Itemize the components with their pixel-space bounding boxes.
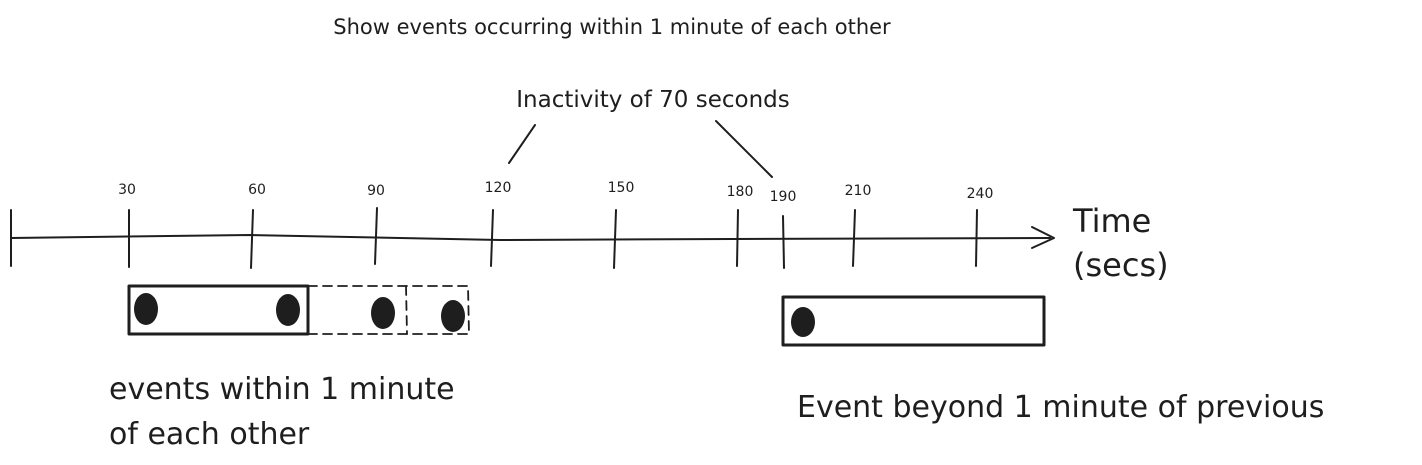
tick-mark-180 xyxy=(736,209,739,267)
tick-mark-190 xyxy=(782,215,785,269)
tick-label-210: 210 xyxy=(845,183,872,199)
window-box-isolated xyxy=(781,295,1046,347)
caption-grouped-line2: of each other xyxy=(109,417,310,452)
tick-label-240: 240 xyxy=(967,186,994,202)
diagram-title: Show events occurring within 1 minute of… xyxy=(333,15,891,39)
inactivity-pointer-right xyxy=(715,120,773,178)
tick-mark-90 xyxy=(374,207,378,265)
event-dot-2 xyxy=(276,294,300,326)
tick-label-180: 180 xyxy=(727,184,754,200)
time-axis-line xyxy=(10,234,1051,241)
caption-isolated: Event beyond 1 minute of previous xyxy=(797,390,1324,425)
caption-grouped-line1: events within 1 minute xyxy=(109,372,455,407)
tick-label-150: 150 xyxy=(608,180,635,196)
axis-label-unit: (secs) xyxy=(1073,246,1169,284)
tick-mark-240 xyxy=(975,209,978,267)
window-box-dashed xyxy=(307,285,470,335)
event-dot-1 xyxy=(134,293,158,325)
tick-label-90: 90 xyxy=(367,183,385,199)
inactivity-annotation: Inactivity of 70 seconds xyxy=(516,87,790,113)
time-axis-arrowhead xyxy=(1031,226,1055,249)
window-divider-dashed xyxy=(405,285,408,335)
axis-label-time: Time xyxy=(1072,202,1151,240)
tick-mark-150 xyxy=(613,209,617,269)
event-dot-3 xyxy=(371,297,395,329)
tick-mark-60 xyxy=(250,209,254,269)
tick-label-120: 120 xyxy=(485,180,512,196)
tick-mark-120 xyxy=(490,209,494,267)
event-dot-4 xyxy=(441,300,465,332)
tick-label-190: 190 xyxy=(770,189,797,205)
tick-mark-210 xyxy=(852,209,856,267)
inactivity-pointer-left xyxy=(508,124,536,164)
tick-label-60: 60 xyxy=(248,182,266,198)
window-box-solid xyxy=(127,284,310,336)
tick-label-30: 30 xyxy=(118,182,136,198)
event-dot-isolated xyxy=(791,307,815,337)
